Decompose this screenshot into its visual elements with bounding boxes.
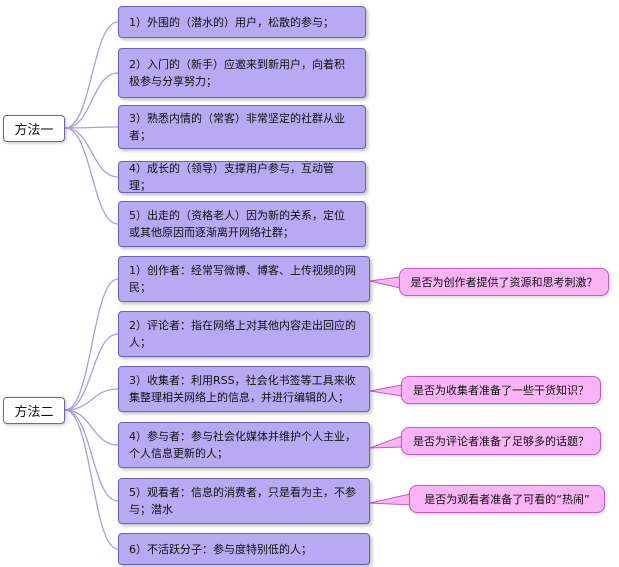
connector-m2-4 xyxy=(64,409,119,446)
method2-node-2-text: 2）评论者：指在网络上对其他内容走出回应的人； xyxy=(129,319,356,349)
callout-viewers: 是否为观看者准备了可看的“热闹” xyxy=(409,485,605,513)
method1-node-1-text: 1）外围的（潜水的）用户，松散的参与； xyxy=(129,15,334,29)
method1-node-1: 1）外围的（潜水的）用户，松散的参与； xyxy=(118,6,366,38)
method2-node-3-text: 3）收集者：利用RSS，社会化书签等工具来收集整理相关网络上的信息，并进行编辑的… xyxy=(129,374,356,404)
callout-viewers-text: 是否为观看者准备了可看的“热闹” xyxy=(424,493,590,506)
method1-node-5-text: 5）出走的（资格老人）因为新的关系，定位或其他原因而逐渐离开网络社群； xyxy=(129,209,345,239)
method1-label: 方法一 xyxy=(14,123,54,138)
method1-node-2-text: 2）入门的（新手）应邀来到新用户，向着积极参与分享努力； xyxy=(129,58,345,88)
callout-collectors-text: 是否为收集者准备了一些干货知识？ xyxy=(413,384,589,397)
method2-node-6-text: 6）不活跃分子：参与度特别低的人； xyxy=(129,542,312,556)
connector-m1-1 xyxy=(64,21,119,129)
method2-node-4: 4）参与者：参与社会化媒体并维护个人主业，个人信息更新的人； xyxy=(118,422,370,468)
connector-m1-5 xyxy=(64,127,119,225)
connector-m1-4 xyxy=(64,127,119,178)
method1-root-node: 方法一 xyxy=(3,115,65,142)
connector-m2-2 xyxy=(64,333,119,411)
method2-label: 方法二 xyxy=(14,405,54,420)
method1-node-5: 5）出走的（资格老人）因为新的关系，定位或其他原因而逐渐离开网络社群； xyxy=(118,201,366,247)
connector-m2-3 xyxy=(64,388,119,411)
connector-m2-1 xyxy=(64,278,119,411)
connector-m2-5 xyxy=(64,409,119,502)
method2-node-3: 3）收集者：利用RSS，社会化书签等工具来收集整理相关网络上的信息，并进行编辑的… xyxy=(118,366,370,412)
callout-creators-text: 是否为创作者提供了资源和思考刺激？ xyxy=(410,276,598,289)
method2-node-1-text: 1）创作者：经常写微博、博客、上传视频的网民； xyxy=(129,264,356,294)
connector-m1-2 xyxy=(64,72,119,129)
method2-node-4-text: 4）参与者：参与社会化媒体并维护个人主业，个人信息更新的人； xyxy=(129,430,356,460)
method1-node-3-text: 3）熟悉内情的（常客）非常坚定的社群从业者； xyxy=(129,112,345,142)
method1-node-3: 3）熟悉内情的（常客）非常坚定的社群从业者； xyxy=(118,105,366,149)
callout-collectors: 是否为收集者准备了一些干货知识？ xyxy=(401,376,601,404)
method2-node-5: 5）观看者：信息的消费者，只是看为主，不参与；潜水 xyxy=(118,478,370,524)
method2-node-6: 6）不活跃分子：参与度特别低的人； xyxy=(118,533,370,565)
callout-pointer-1 xyxy=(369,276,401,289)
callout-commenters-text: 是否为评论者准备了足够多的话题？ xyxy=(413,435,589,448)
method2-node-5-text: 5）观看者：信息的消费者，只是看为主，不参与；潜水 xyxy=(129,486,356,516)
connector-m1-3 xyxy=(64,126,119,129)
callout-pointer-2 xyxy=(369,384,403,397)
method2-node-1: 1）创作者：经常写微博、博客、上传视频的网民； xyxy=(118,256,370,302)
callout-pointer-4 xyxy=(369,493,411,506)
method2-root-node: 方法二 xyxy=(3,397,65,424)
method1-node-2: 2）入门的（新手）应邀来到新用户，向着积极参与分享努力； xyxy=(118,48,366,98)
method2-node-2: 2）评论者：指在网络上对其他内容走出回应的人； xyxy=(118,311,370,357)
callout-pointer-3 xyxy=(369,435,403,449)
callout-creators: 是否为创作者提供了资源和思考刺激？ xyxy=(399,268,609,296)
callout-commenters: 是否为评论者准备了足够多的话题？ xyxy=(401,427,601,455)
method1-node-4: 4）成长的（领导）支撑用户参与，互动管理； xyxy=(118,161,366,193)
connector-m2-6 xyxy=(64,409,119,550)
method1-node-4-text: 4）成长的（领导）支撑用户参与，互动管理； xyxy=(129,162,334,192)
